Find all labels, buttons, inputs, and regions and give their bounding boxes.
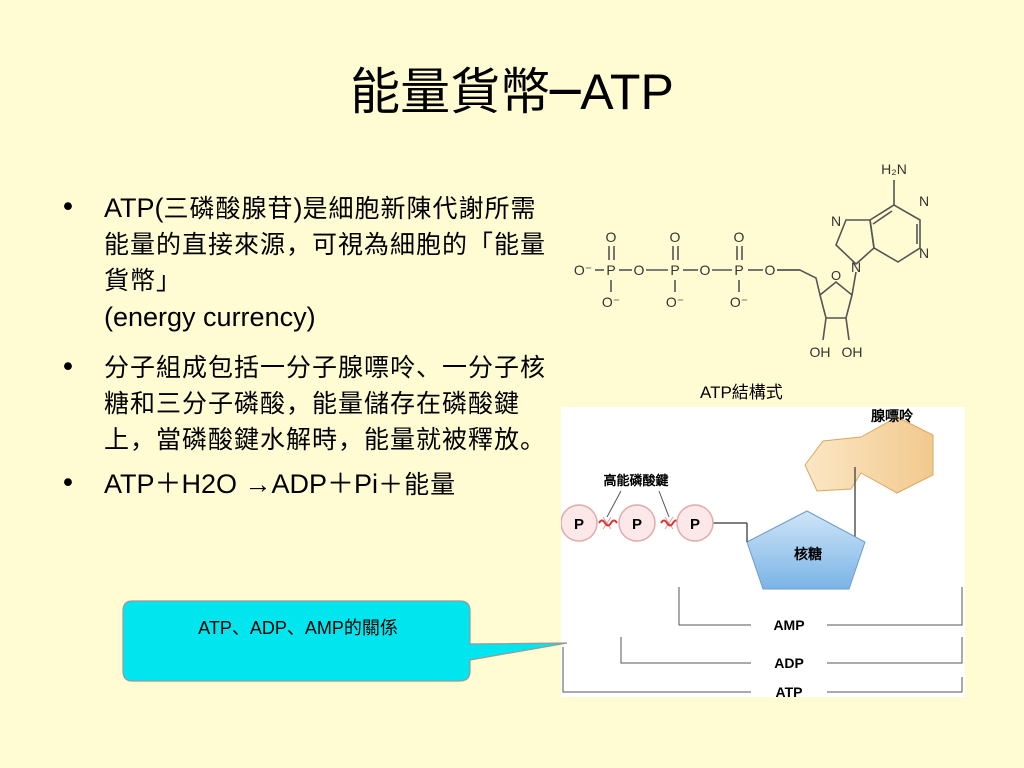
bullet-list: ATP(三磷酸腺苷)是細胞新陳代謝所需能量的直接來源，可視為細胞的「能量貨幣」 (… (60, 190, 560, 503)
ribose-shape (746, 510, 866, 590)
adp-label: ADP (774, 655, 804, 671)
title-zh: 能量貨幣 (350, 63, 551, 121)
atp-structural-formula: O⁻ P O O⁻ O P O O⁻ O P O O⁻ O O N N N N … (574, 161, 929, 360)
atom-p2: P (670, 262, 679, 278)
ribose-label: 核糖 (794, 546, 822, 562)
atom-n1: N (919, 193, 929, 209)
b1-zh-name: 三磷酸腺苷 (163, 194, 294, 223)
adenine-shape (804, 416, 934, 494)
callout-text: ATP、ADP、AMP的關係 (198, 618, 398, 638)
atom-o-bridge-1: O (634, 262, 645, 278)
phosphate-3 (676, 504, 714, 542)
atom-n9: N (851, 259, 861, 275)
b1-zh-desc: 是細胞新陳代謝所需能量的直接來源，可視為細胞的「能量貨幣」 (104, 194, 547, 295)
phosphate-1-label: P (574, 516, 584, 533)
bullet-equation: ATP＋H2O →ADP＋Pi＋能量 (60, 466, 560, 503)
atom-o2-down: O⁻ (666, 294, 684, 310)
atom-p1: P (606, 262, 615, 278)
atom-nh2: H₂N (881, 161, 907, 177)
adenine-label: 腺嘌呤 (871, 408, 914, 424)
b1-atp: ATP( (104, 193, 164, 223)
atom-p3: P (734, 262, 743, 278)
phosphate-3-label: P (690, 516, 700, 533)
phosphate-2 (618, 504, 656, 542)
atom-o3-up: O (734, 229, 745, 245)
atp-adp-amp-diagram: 腺嘌呤 核糖 高能磷酸鍵 P P P (560, 407, 965, 700)
b2-text: 分子組成包括一分子腺嘌呤、一分子核糖和三分子磷酸，能量儲存在磷酸鍵上，當磷酸鍵水… (104, 353, 547, 454)
atom-o-minus-left: O⁻ (574, 262, 592, 278)
atom-o-bridge-2: O (700, 262, 711, 278)
phosphate-2-label: P (632, 516, 642, 533)
b1-en-term: (energy currency) (104, 302, 316, 332)
atom-o3-down: O⁻ (730, 294, 748, 310)
atom-o1-down: O⁻ (602, 294, 620, 310)
bullet-composition: 分子組成包括一分子腺嘌呤、一分子核糖和三分子磷酸，能量儲存在磷酸鍵上，當磷酸鍵水… (60, 350, 560, 458)
phosphate-1 (560, 504, 598, 542)
bullet-atp-definition: ATP(三磷酸腺苷)是細胞新陳代謝所需能量的直接來源，可視為細胞的「能量貨幣」 (… (60, 190, 560, 336)
atom-oh-right: OH (842, 344, 863, 360)
atom-n3: N (919, 245, 929, 261)
atom-oh-left: OH (810, 344, 831, 360)
b3-energy: ＋能量 (378, 470, 457, 499)
b3-equation: ATP＋H2O →ADP＋Pi (104, 469, 379, 499)
atom-ring-o: O (831, 268, 841, 283)
title-en: ATP (580, 64, 674, 120)
callout-box (122, 600, 568, 682)
atom-o1-up: O (606, 229, 617, 245)
title-dash: ─ (550, 63, 581, 121)
atom-o2-up: O (670, 229, 681, 245)
slide-title: 能量貨幣─ATP (0, 62, 1024, 122)
atom-o-bridge-3: O (765, 262, 776, 278)
b1-paren: ) (293, 193, 303, 223)
amp-label: AMP (773, 617, 804, 633)
atom-n7: N (831, 213, 841, 229)
atp-label: ATP (776, 684, 803, 697)
structure-caption: ATP結構式 (700, 383, 783, 402)
high-energy-bond-label: 高能磷酸鍵 (603, 473, 668, 488)
